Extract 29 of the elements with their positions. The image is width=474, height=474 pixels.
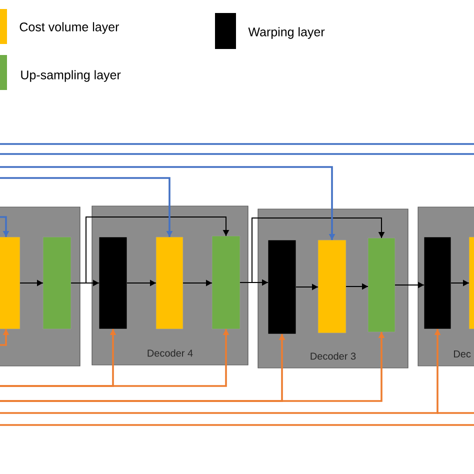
- legend-label: Up-sampling layer: [21, 70, 121, 82]
- arrow: [0, 166, 336, 240]
- arrow: [126, 280, 156, 286]
- arrow: [296, 284, 318, 290]
- arrow: [0, 329, 230, 387]
- arrow: [394, 282, 424, 288]
- arrow: [240, 218, 385, 283]
- arrow: [70, 216, 230, 284]
- cost-volume-layer: [318, 240, 346, 334]
- cost-volume-layer: [156, 236, 184, 330]
- arrow: [346, 283, 368, 290]
- arrow: [182, 280, 212, 286]
- up-sampling-layer: [42, 236, 72, 330]
- warping-layer: [268, 240, 296, 334]
- arrow: [0, 332, 385, 402]
- arrow: [0, 177, 173, 237]
- warping-layer: [98, 236, 128, 330]
- cost-volume-layer: [0, 236, 20, 330]
- arrow: [450, 280, 470, 286]
- up-sampling-layer: [368, 238, 396, 332]
- cost-volume-layer: [468, 236, 474, 330]
- arrow: [0, 329, 10, 346]
- arrow: [0, 329, 441, 414]
- arrow: [0, 216, 10, 237]
- legend-label: Warping layer: [248, 27, 325, 39]
- warping-layer: [424, 236, 452, 330]
- arrow: [20, 280, 44, 286]
- up-sampling-layer: [212, 236, 240, 330]
- legend-label: Cost volume layer: [20, 22, 119, 34]
